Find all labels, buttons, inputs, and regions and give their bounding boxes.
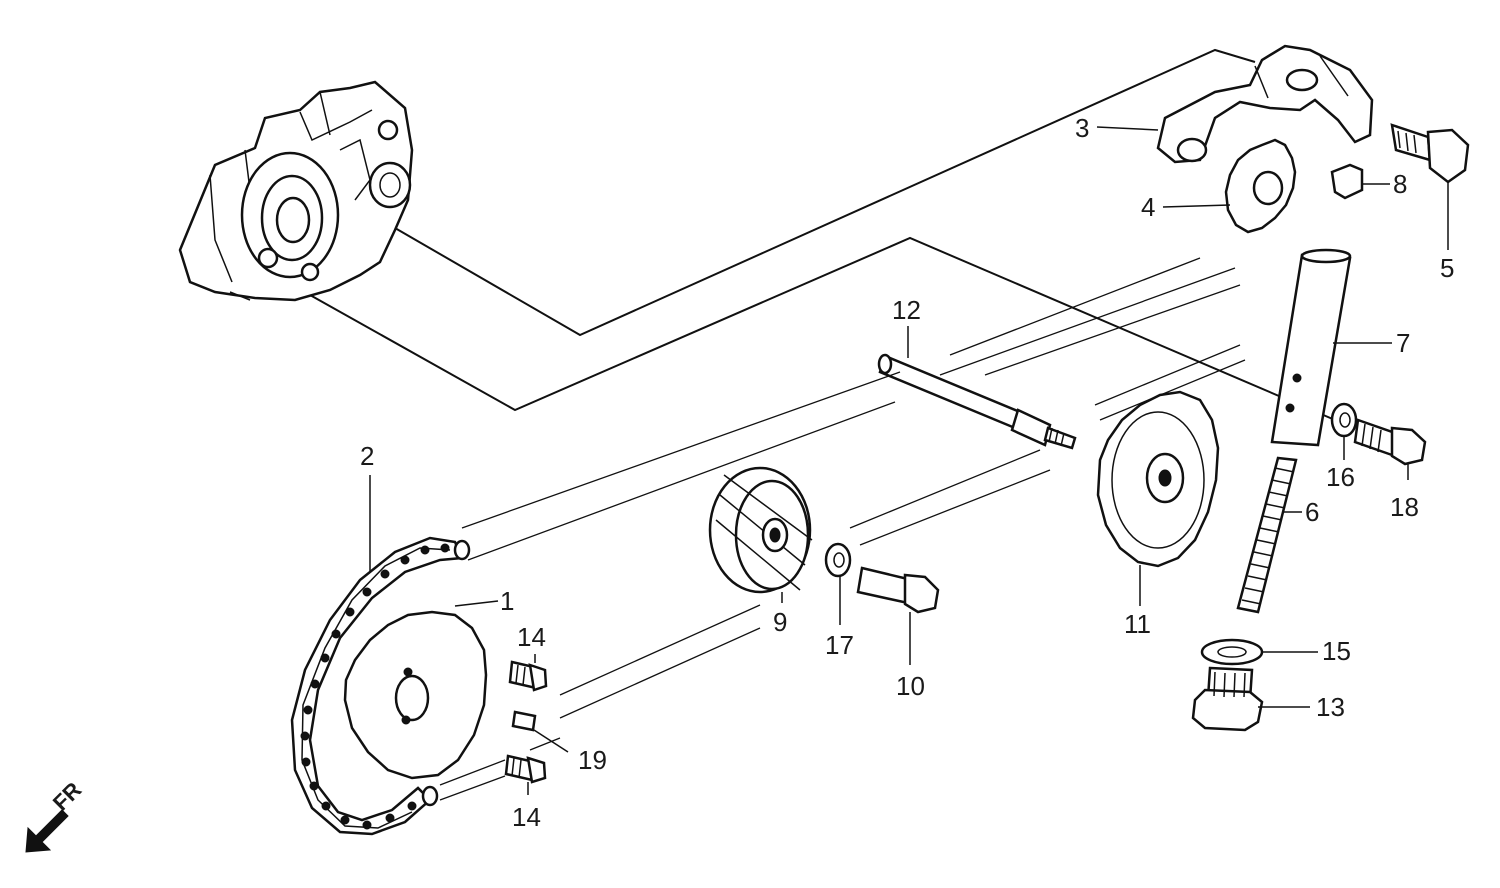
- cap-nut: [1330, 163, 1364, 200]
- guide-roller: [708, 466, 813, 594]
- label-part-15: 15: [1322, 636, 1351, 666]
- leader-lines: [369, 126, 1449, 795]
- label-part-18: 18: [1390, 492, 1419, 522]
- roller-sprocket: [1096, 390, 1220, 568]
- callout-labels: 1 2 3 4 5 6 7 8 9 10 11 12 13 14 14 15 1…: [360, 113, 1454, 832]
- label-part-17: 17: [825, 630, 854, 660]
- front-direction-indicator: FR: [25, 777, 86, 853]
- label-part-10: 10: [896, 671, 925, 701]
- label-part-6: 6: [1305, 497, 1319, 527]
- label-part-2: 2: [360, 441, 374, 471]
- flange-bolt: [1353, 418, 1427, 466]
- push-rod: [1270, 248, 1352, 447]
- label-part-14-lower: 14: [512, 802, 541, 832]
- sprocket-bolt-lower: [504, 754, 547, 784]
- label-part-16: 16: [1326, 462, 1355, 492]
- label-part-13: 13: [1316, 692, 1345, 722]
- label-part-14-upper: 14: [517, 622, 546, 652]
- drive-chain: [290, 536, 471, 836]
- label-part-12: 12: [892, 295, 921, 325]
- label-part-4: 4: [1141, 192, 1155, 222]
- label-part-1: 1: [500, 586, 514, 616]
- label-part-11: 11: [1124, 609, 1151, 639]
- chain-path-lines: [439, 257, 1246, 801]
- arrow-down-left-icon: [25, 809, 69, 853]
- sprocket-bolt-upper: [508, 660, 548, 692]
- sealing-washer: [1200, 638, 1264, 666]
- roller-shaft: [877, 353, 1077, 450]
- dowel-pin: [511, 710, 537, 732]
- tensioner-roller: [1224, 138, 1297, 234]
- label-part-5: 5: [1440, 253, 1454, 283]
- drive-sprocket: [343, 610, 488, 780]
- plug-bolt: [1191, 666, 1264, 732]
- label-part-19: 19: [578, 745, 607, 775]
- washer-small: [1330, 402, 1358, 438]
- front-label: FR: [48, 777, 86, 815]
- label-part-9: 9: [773, 607, 787, 637]
- crankcase: [178, 80, 414, 302]
- label-part-3: 3: [1075, 113, 1089, 143]
- chain-links: [300, 543, 450, 830]
- label-part-8: 8: [1393, 169, 1407, 199]
- tensioner-spring: [1236, 456, 1298, 614]
- label-part-7: 7: [1396, 328, 1410, 358]
- pivot-bolt: [1390, 123, 1470, 184]
- roller-bolt: [856, 566, 940, 614]
- assembly-outline: [309, 48, 1336, 421]
- tensioner-arm: [1156, 44, 1374, 164]
- washer-roller: [824, 542, 852, 578]
